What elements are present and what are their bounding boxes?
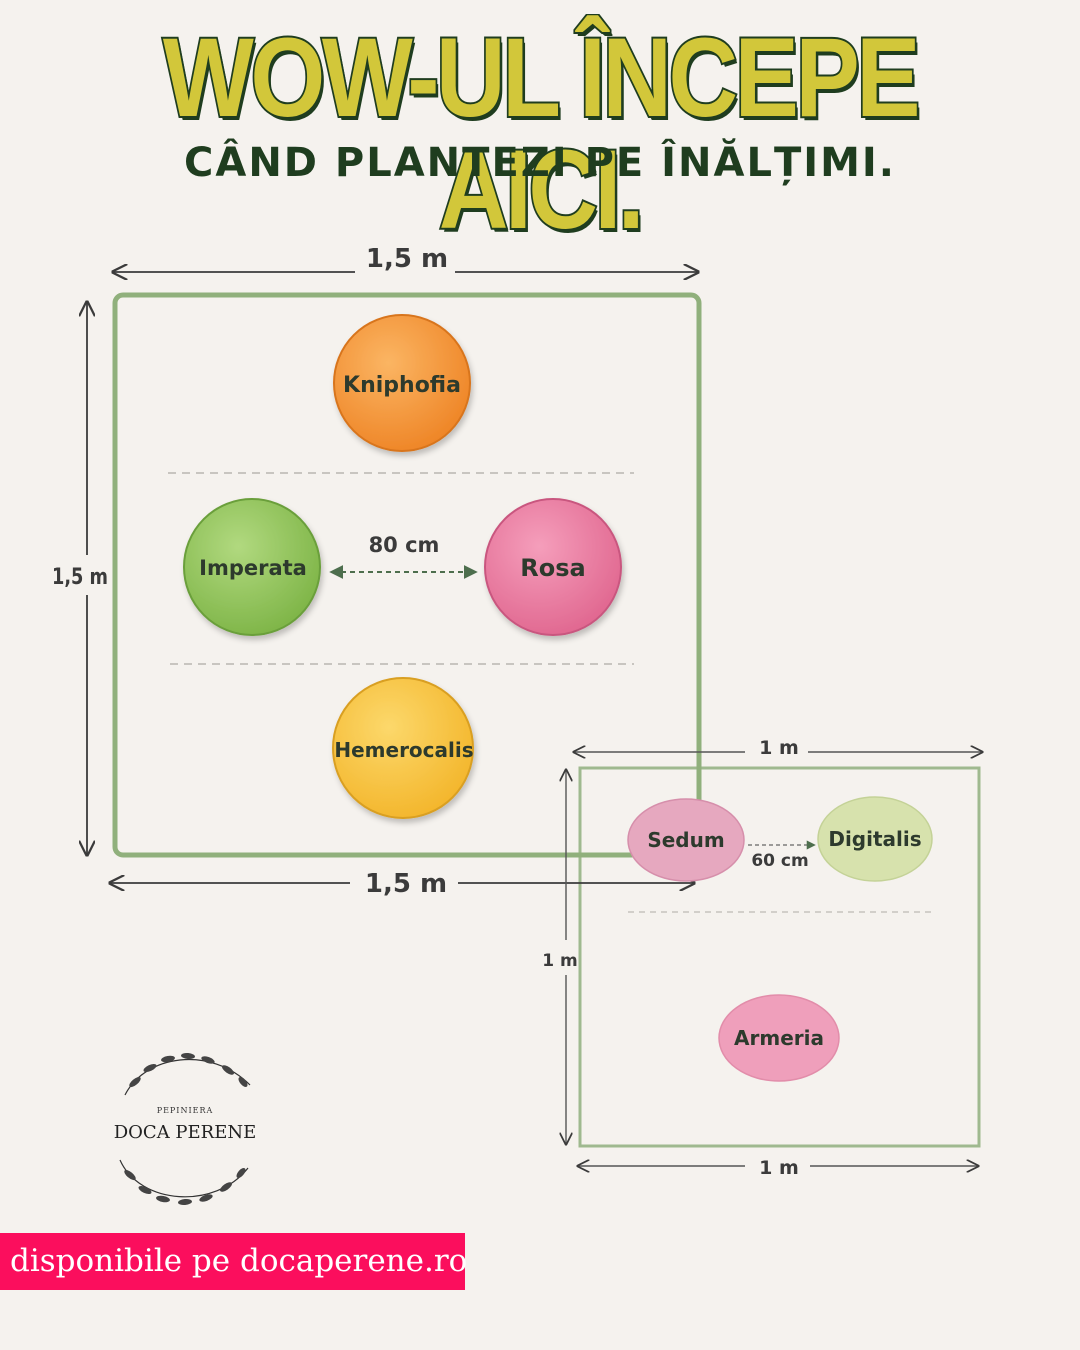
plant-imperata: Imperata: [183, 498, 321, 636]
subline: CÂND PLANTEZI PE ÎNĂLȚIMI.: [184, 140, 896, 186]
large-bed-width-top-label: 1,5 m: [366, 244, 448, 274]
plant-rosa-label: Rosa: [520, 554, 585, 582]
spacing-label-60: 60 cm: [751, 851, 808, 871]
plant-armeria-label: Armeria: [734, 1026, 824, 1050]
plant-imperata-label: Imperata: [199, 556, 307, 580]
plant-kniphofia-label: Kniphofia: [343, 373, 461, 398]
plant-digitalis: Digitalis: [817, 796, 933, 882]
small-bed-width-top-label: 1 m: [759, 737, 799, 759]
plant-kniphofia: Kniphofia: [333, 314, 471, 452]
small-bed-width-bottom-label: 1 m: [759, 1157, 799, 1179]
large-bed-height-label: 1,5 m: [52, 565, 108, 590]
small-bed-height-label: 1 m: [542, 951, 577, 971]
plant-sedum: Sedum: [627, 798, 745, 882]
logo-big-text: DOCA PERENE: [113, 1122, 257, 1143]
plant-hemerocalis: Hemerocalis: [332, 677, 474, 819]
small-bed-border: [578, 766, 981, 1148]
large-bed-border: [112, 292, 702, 858]
headline: WOW-UL ÎNCEPE AICI.: [161, 15, 922, 252]
logo-small-text: PEPINIERA: [156, 1106, 214, 1115]
doca-perene-logo: [119, 1052, 251, 1206]
spacing-label-80: 80 cm: [369, 533, 440, 557]
availability-banner[interactable]: disponibile pe docaperene.ro: [0, 1233, 467, 1290]
plant-rosa: Rosa: [484, 498, 622, 636]
plant-digitalis-label: Digitalis: [828, 827, 921, 851]
large-bed-width-bottom-label: 1,5 m: [365, 869, 447, 899]
plant-hemerocalis-label: Hemerocalis: [334, 738, 473, 762]
plant-armeria: Armeria: [718, 994, 840, 1082]
plant-sedum-label: Sedum: [647, 828, 724, 852]
